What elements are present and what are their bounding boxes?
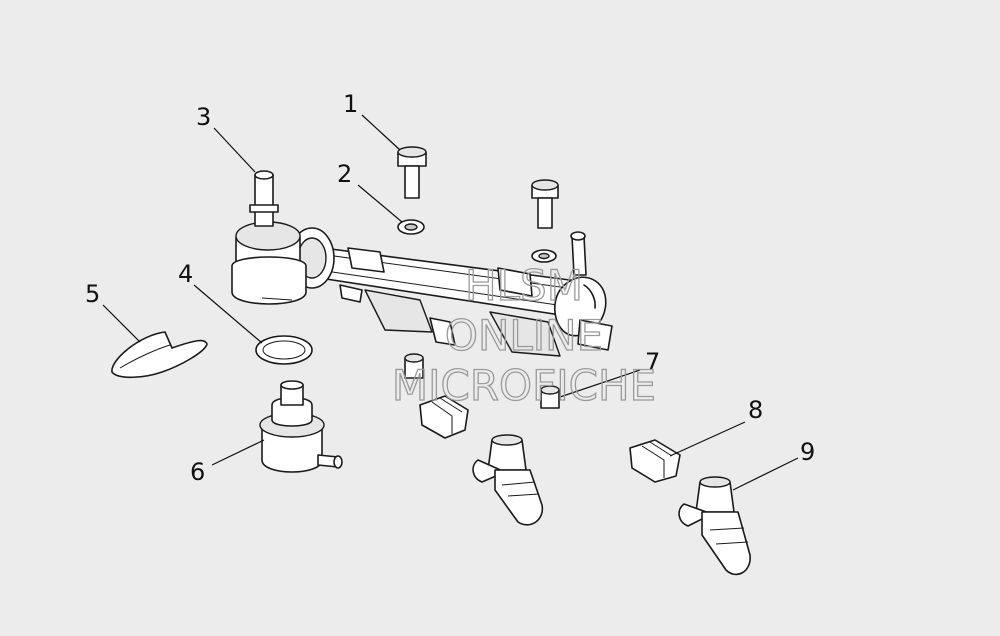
spacer-right [540, 385, 560, 409]
retaining-clip [111, 331, 208, 379]
callout-2: 2 [337, 160, 352, 188]
leader-6 [211, 439, 265, 466]
fuel-injector-right [678, 476, 751, 576]
injector-clip-left [419, 395, 469, 439]
callout-7: 7 [645, 348, 660, 376]
leader-9 [732, 457, 799, 491]
callout-3: 3 [196, 103, 211, 131]
callout-9: 9 [800, 438, 815, 466]
o-ring [255, 335, 313, 365]
regulator-housing [231, 170, 307, 305]
callout-6: 6 [190, 458, 205, 486]
callout-5: 5 [85, 280, 100, 308]
spacer-left [404, 353, 424, 379]
callout-4: 4 [178, 260, 193, 288]
leader-8 [669, 421, 746, 457]
leader-7 [559, 369, 641, 398]
callout-1: 1 [343, 90, 358, 118]
bolt-left [397, 146, 427, 199]
leader-lines [102, 114, 799, 491]
leader-1 [361, 114, 401, 151]
callout-8: 8 [748, 396, 763, 424]
watermark-line-1: HLSM [465, 261, 583, 310]
bolt-right [531, 179, 559, 229]
fuel-injector-left [472, 434, 544, 526]
injector-clip-right [629, 439, 681, 483]
leader-2 [357, 184, 403, 223]
washer-right [531, 249, 557, 263]
leader-4 [193, 284, 263, 344]
leader-3 [213, 127, 256, 173]
watermark: HLSM ONLINE MICROFICHE [391, 260, 656, 410]
washer-left [397, 219, 425, 235]
watermark-line-3: MICROFICHE [392, 361, 656, 410]
leader-5 [102, 304, 141, 343]
callout-labels: 1 2 3 4 5 6 7 8 9 [85, 90, 815, 486]
pressure-regulator [259, 380, 343, 473]
watermark-line-2: ONLINE [445, 311, 603, 360]
